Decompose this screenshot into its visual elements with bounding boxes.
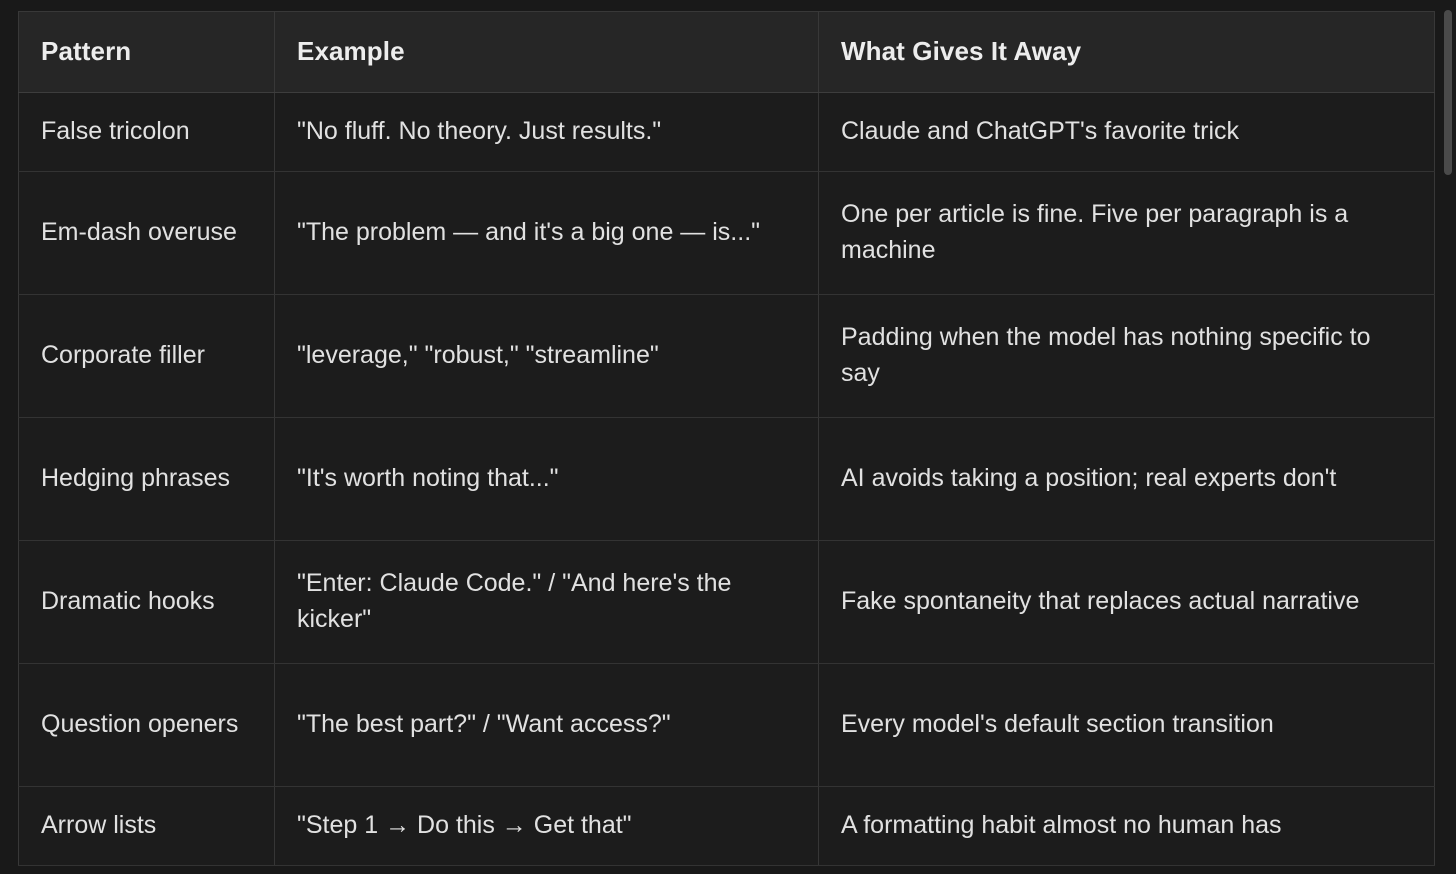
column-header-what-gives-it-away: What Gives It Away [818, 11, 1435, 93]
table-row: Question openers "The best part?" / "Wan… [18, 663, 1435, 787]
ai-writing-tells-table: Pattern Example What Gives It Away False… [18, 11, 1435, 866]
column-header-pattern: Pattern [18, 11, 275, 93]
cell-tell: AI avoids taking a position; real expert… [818, 417, 1435, 541]
table-container: Pattern Example What Gives It Away False… [18, 11, 1435, 866]
table-row: Dramatic hooks "Enter: Claude Code." / "… [18, 540, 1435, 664]
cell-pattern: Hedging phrases [18, 417, 275, 541]
cell-pattern: Corporate filler [18, 294, 275, 418]
table-row: Hedging phrases "It's worth noting that.… [18, 417, 1435, 541]
cell-tell: Claude and ChatGPT's favorite trick [818, 92, 1435, 172]
vertical-scrollbar[interactable] [1440, 0, 1456, 874]
vertical-scrollbar-thumb[interactable] [1444, 10, 1452, 175]
cell-example: "It's worth noting that..." [274, 417, 819, 541]
cell-pattern: Em-dash overuse [18, 171, 275, 295]
table-row: Em-dash overuse "The problem — and it's … [18, 171, 1435, 295]
cell-example: "leverage," "robust," "streamline" [274, 294, 819, 418]
cell-example: "The problem — and it's a big one — is..… [274, 171, 819, 295]
table-body: False tricolon "No fluff. No theory. Jus… [18, 92, 1435, 866]
table-row: False tricolon "No fluff. No theory. Jus… [18, 92, 1435, 172]
cell-tell: A formatting habit almost no human has [818, 786, 1435, 866]
column-header-example: Example [274, 11, 819, 93]
cell-example: "The best part?" / "Want access?" [274, 663, 819, 787]
table-row: Corporate filler "leverage," "robust," "… [18, 294, 1435, 418]
cell-pattern: False tricolon [18, 92, 275, 172]
cell-pattern: Question openers [18, 663, 275, 787]
cell-tell: Padding when the model has nothing speci… [818, 294, 1435, 418]
cell-example: "Enter: Claude Code." / "And here's the … [274, 540, 819, 664]
table-row: Arrow lists "Step 1 → Do this → Get that… [18, 786, 1435, 866]
cell-example: "Step 1 → Do this → Get that" [274, 786, 819, 866]
cell-pattern: Arrow lists [18, 786, 275, 866]
cell-pattern: Dramatic hooks [18, 540, 275, 664]
table-header: Pattern Example What Gives It Away [18, 11, 1435, 93]
cell-example: "No fluff. No theory. Just results." [274, 92, 819, 172]
table-header-row: Pattern Example What Gives It Away [18, 11, 1435, 93]
cell-tell: One per article is fine. Five per paragr… [818, 171, 1435, 295]
cell-tell: Fake spontaneity that replaces actual na… [818, 540, 1435, 664]
cell-tell: Every model's default section transition [818, 663, 1435, 787]
